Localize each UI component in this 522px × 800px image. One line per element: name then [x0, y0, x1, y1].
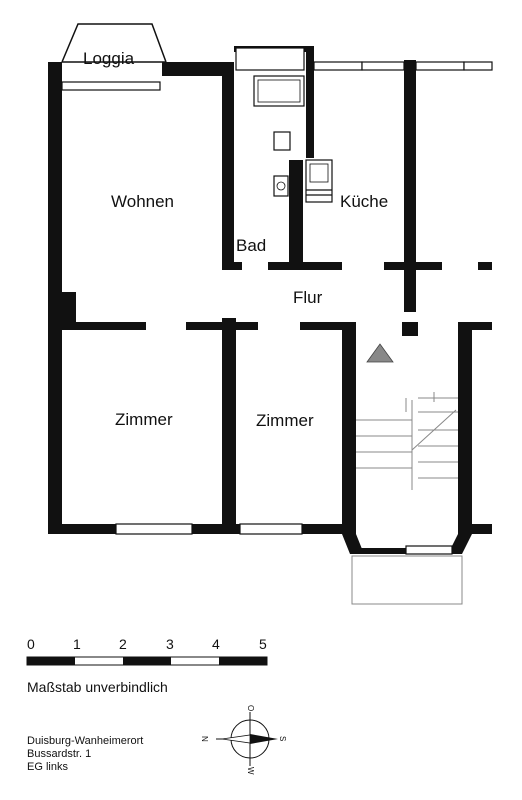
- compass-label-o: O: [246, 705, 255, 711]
- scale-tick-label: 2: [119, 636, 127, 652]
- scale-tick-label: 0: [27, 636, 35, 652]
- scale-tick-label: 1: [73, 636, 81, 652]
- entrance-arrow-icon: [366, 343, 394, 363]
- loggia-bay: [61, 23, 167, 63]
- address-line: EG links: [27, 761, 68, 773]
- scale-tick-label: 4: [212, 636, 220, 652]
- scale-tick-label: 5: [259, 636, 267, 652]
- staircase: [351, 392, 463, 605]
- room-label-loggia: Loggia: [83, 49, 135, 68]
- room-label-flur: Flur: [293, 288, 323, 307]
- kitchen-sink: [305, 159, 333, 203]
- address-line: Duisburg-Wanheimerort: [27, 735, 144, 747]
- bath-fixtures: [253, 75, 305, 197]
- room-label-zimmer-right: Zimmer: [256, 411, 314, 430]
- scale-caption: Maßstab unverbindlich: [27, 679, 168, 695]
- scale-tick-label: 3: [166, 636, 174, 652]
- room-label-bad: Bad: [236, 236, 266, 255]
- windows: [61, 47, 493, 555]
- compass-label-w: W: [246, 767, 255, 775]
- room-label-wohnen: Wohnen: [111, 192, 174, 211]
- scale-bar: 0 1 2 3 4 5: [26, 636, 268, 666]
- address-block: Duisburg-Wanheimerort Bussardstr. 1 EG l…: [27, 735, 143, 774]
- compass-label-s: S: [278, 736, 287, 741]
- address-line: Bussardstr. 1: [27, 748, 92, 760]
- room-label-kueche: Küche: [340, 192, 388, 211]
- compass-label-n: N: [200, 736, 209, 742]
- compass-icon: O N S W: [200, 705, 287, 775]
- room-label-zimmer-left: Zimmer: [115, 410, 173, 429]
